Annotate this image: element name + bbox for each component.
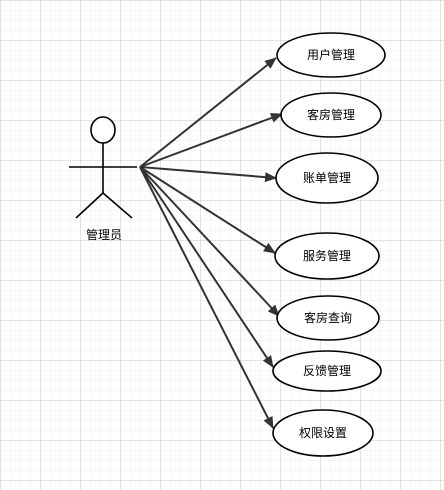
use-case-ellipse (275, 152, 379, 204)
use-case-label: 客房管理 (307, 107, 355, 122)
use-case[interactable]: 反馈管理 (272, 350, 382, 392)
use-case-label: 服务管理 (303, 248, 351, 263)
use-case-label: 反馈管理 (303, 363, 351, 378)
use-case[interactable]: 权限设置 (272, 409, 374, 457)
association-lines (139, 57, 283, 429)
use-case[interactable]: 客房查询 (276, 295, 380, 341)
use-case-label: 权限设置 (299, 426, 347, 440)
use-case-ellipse (276, 295, 380, 341)
association-arrow (139, 166, 276, 254)
actor-admin[interactable]: 管理员 (69, 116, 137, 242)
use-case[interactable]: 用户管理 (276, 32, 386, 78)
use-case-ellipse (274, 232, 380, 280)
use-case-ellipse (276, 32, 386, 78)
use-case-label: 客房查询 (304, 310, 352, 325)
association-arrow (139, 57, 277, 168)
use-case[interactable]: 账单管理 (275, 152, 379, 204)
use-case-ellipse (272, 409, 374, 457)
association-arrow (139, 166, 280, 317)
association-arrow (139, 166, 274, 429)
association-arrow (139, 113, 283, 168)
use-case[interactable]: 客房管理 (280, 92, 382, 138)
use-case-label: 用户管理 (307, 47, 355, 62)
use-case-label: 账单管理 (303, 170, 351, 185)
association-arrow (139, 166, 274, 368)
actor-label: 管理员 (86, 227, 122, 242)
use-case-ellipse (272, 350, 382, 392)
use-case[interactable]: 服务管理 (274, 232, 380, 280)
use-case-ellipse (280, 92, 382, 138)
stick-figure-icon (69, 116, 137, 219)
association-arrow (139, 166, 277, 183)
